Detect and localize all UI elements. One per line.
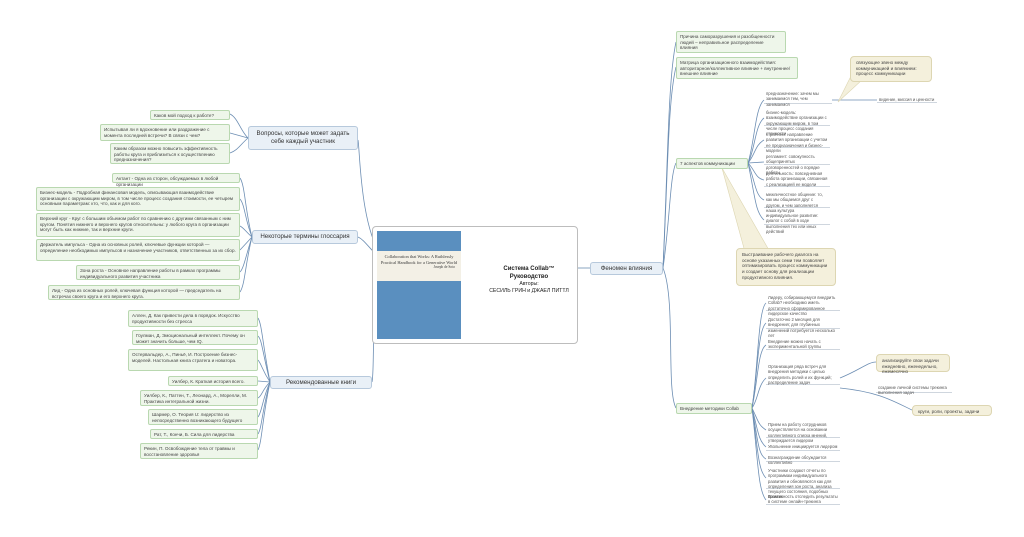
central-authors-label: Авторы:: [519, 281, 539, 288]
aspects-node[interactable]: 7 аспектов коммуникации: [676, 158, 748, 169]
question-item[interactable]: Каким образом можно повысить эффективнос…: [110, 143, 230, 164]
aspect-item[interactable]: стратегия: направление развития организа…: [764, 131, 830, 153]
aspect-item[interactable]: деятельность: повседневная работа органи…: [764, 170, 830, 187]
book-cover-title-band: Collaboration that Works: A Ruthlessly P…: [377, 251, 461, 281]
callout-seven-topics: Выстраивание рабочего диалога на основе …: [736, 248, 836, 286]
central-topic[interactable]: Collaboration that Works: A Ruthlessly P…: [372, 226, 578, 344]
implementation-item[interactable]: Возможность отследить результаты в систе…: [766, 493, 840, 505]
central-subtitle: Руководство: [509, 274, 549, 281]
book-item[interactable]: Шармер, О. Теория U: лидерство из непоср…: [148, 409, 258, 425]
topic-questions[interactable]: Вопросы, которые может задать себе кажды…: [248, 126, 358, 150]
central-topic-text: Система Collab™ Руководство Авторы: СЕСИ…: [469, 265, 589, 295]
implementation-item[interactable]: Организация ряда встреч для внедрения ме…: [766, 363, 840, 385]
aspects-values-note[interactable]: видение, миссия и ценности: [877, 96, 937, 103]
implementation-item[interactable]: Достаточно 2 месяцев для внедрения; для …: [766, 316, 840, 338]
glossary-item[interactable]: Верхний круг - Круг с большим объемом ра…: [36, 213, 240, 237]
aspect-item[interactable]: индивидуальное развитие: диалог с собой …: [764, 212, 830, 234]
edge-phen-implement: [662, 267, 677, 409]
glossary-item[interactable]: Бизнес-модель - Подробная финансовая мод…: [36, 187, 240, 211]
book-cover-title: Collaboration that Works: A Ruthlessly P…: [380, 254, 458, 265]
implementation-item[interactable]: Лидеру, собирающемуся внедрить Collab? н…: [766, 294, 840, 316]
book-item[interactable]: Рекин, П. Освобождение тела от травмы и …: [140, 443, 258, 459]
implementation-item[interactable]: Участники создают отчеты по программам и…: [766, 467, 840, 499]
book-item[interactable]: Рат, Т., Кончи, Б. Сила для лидерства: [150, 429, 258, 439]
glossary-item[interactable]: Актант - Одна из сторон, обсуждаемых в л…: [112, 173, 240, 187]
phenomenon-item[interactable]: Матрица организационного взаимодействия:…: [676, 57, 798, 79]
aspect-item[interactable]: межличностное общение: то, как мы общаем…: [764, 191, 830, 213]
book-item[interactable]: Гоулман, Д. Эмоциональный интеллект. Поч…: [132, 330, 258, 345]
question-item[interactable]: Испытывая ли я вдохновение или раздражен…: [100, 124, 230, 141]
book-item[interactable]: Уилбер, К., Паттен, Т., Леонард, А., Мор…: [140, 390, 258, 406]
implementation-item[interactable]: Вознаграждение обсуждается коллективно: [766, 454, 840, 465]
implementation-item[interactable]: Прием на работу сотрудников осуществляет…: [766, 421, 840, 443]
phenomenon-item[interactable]: Причина саморазрушения и разобщенности л…: [676, 31, 786, 53]
glossary-item[interactable]: Держатель импульса - Одна из основных ро…: [36, 239, 240, 261]
book-item[interactable]: Уилбер, К. Краткая история всего.: [168, 376, 258, 386]
book-item[interactable]: Аллен, Д. Как привести дела в порядок. И…: [128, 310, 258, 327]
implementation-tracking-note[interactable]: создание личной системы трекинга выполне…: [876, 384, 952, 395]
book-cover-image: Collaboration that Works: A Ruthlessly P…: [377, 231, 461, 339]
book-item[interactable]: Остервальдер, А., Пиньё, И. Построение б…: [128, 349, 258, 371]
central-authors: СЕСИЛЬ ГРИН и ДЖАЕЛ ПИТТЛ: [489, 288, 569, 295]
topic-implementation[interactable]: Внедрение методики Collab: [676, 403, 752, 414]
question-item[interactable]: Каков мой подход к работе?: [150, 110, 230, 120]
topic-recommended-books[interactable]: Рекомендованные книги: [270, 376, 372, 389]
central-title: Система Collab™: [503, 266, 555, 272]
topic-glossary[interactable]: Некоторые термины глоссария: [252, 230, 358, 244]
callout-communication-link: связующее звено между коммуникацией и вл…: [850, 56, 932, 82]
glossary-item[interactable]: Зона роста - Основное направление работы…: [76, 265, 240, 280]
callout-analyze-tasks: анализируйте свои задачи ежедневно, ежен…: [876, 354, 950, 374]
callout-bottom-pointer: [721, 167, 771, 253]
aspect-item[interactable]: бизнес-модель: взаимодействие организаци…: [764, 109, 830, 136]
implementation-item[interactable]: Увольнение инициируется лидером: [766, 443, 840, 451]
topic-influence-phenomenon[interactable]: Феномен влияния: [590, 262, 663, 275]
book-cover-author: Joseph de Soto: [433, 265, 455, 269]
glossary-item[interactable]: Лид - Одна из основных ролей, ключевая ф…: [48, 285, 240, 300]
aspect-item[interactable]: регламент: совокупность общепринятых дог…: [764, 153, 830, 175]
callout-circles-roles: круги, роли, проекты, задачи: [912, 405, 992, 416]
implementation-item[interactable]: Внедрение можно начать с экспериментальн…: [766, 338, 840, 350]
aspect-item[interactable]: предназначение: зачем мы занимаемся тем,…: [764, 90, 832, 107]
